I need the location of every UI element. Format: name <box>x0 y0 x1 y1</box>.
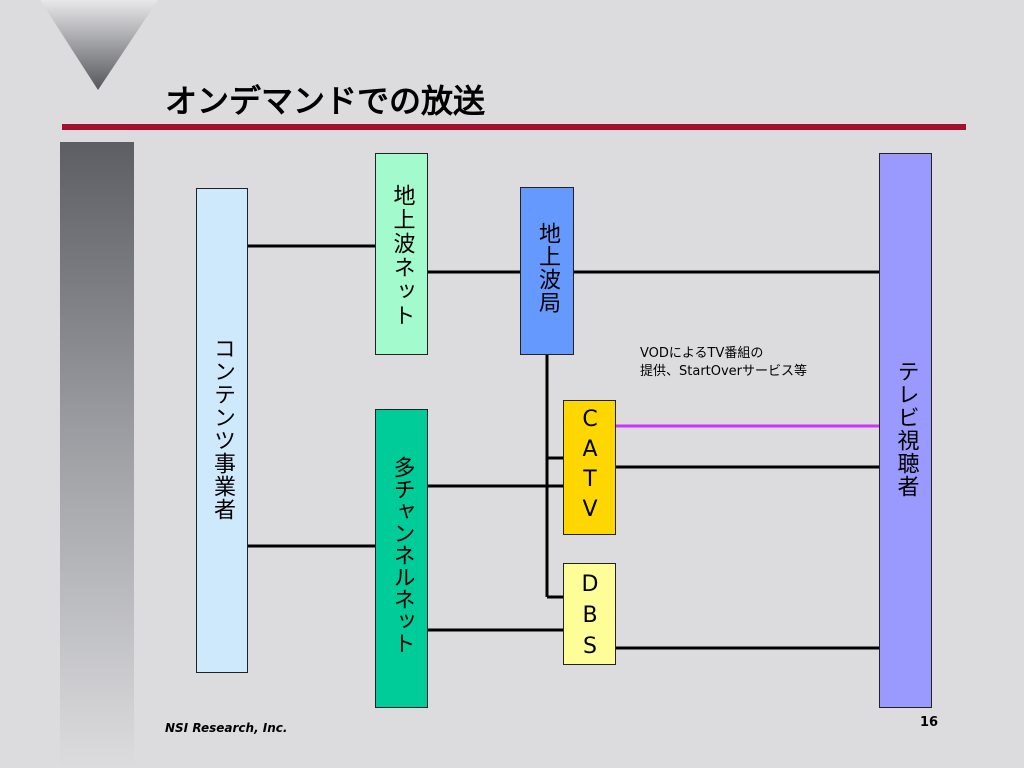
page-number: 16 <box>920 715 939 730</box>
contents-provider-label: コンテンツ事業者 <box>210 337 235 521</box>
terrestrial-station-label: 地上波局 <box>535 222 560 314</box>
footer-company: NSI Research, Inc. <box>165 721 288 735</box>
title-underline <box>62 124 966 130</box>
triangle-logo-icon <box>40 0 158 90</box>
vod-annotation: VODによるTV番組の 提供、StartOverサービス等 <box>640 346 808 379</box>
multichannel-network-box: 多チャンネルネット <box>375 409 428 708</box>
tv-viewers-box: テレビ視聴者 <box>879 153 932 708</box>
dbs-box: DBS <box>563 563 616 665</box>
side-gradient-bar <box>60 142 134 768</box>
contents-provider-box: コンテンツ事業者 <box>196 188 248 673</box>
multichannel-network-label: 多チャンネルネット <box>389 456 415 654</box>
dbs-label: DBS <box>577 572 603 665</box>
terrestrial-station-box: 地上波局 <box>520 187 574 355</box>
terrestrial-network-box: 地上波ネット <box>375 153 428 355</box>
catv-label: CATV <box>577 407 603 527</box>
slide-title: オンデマンドでの放送 <box>165 82 486 120</box>
terrestrial-network-label: 地上波ネット <box>389 184 415 328</box>
tv-viewers-label: テレビ視聴者 <box>893 360 919 498</box>
catv-box: CATV <box>563 400 616 535</box>
